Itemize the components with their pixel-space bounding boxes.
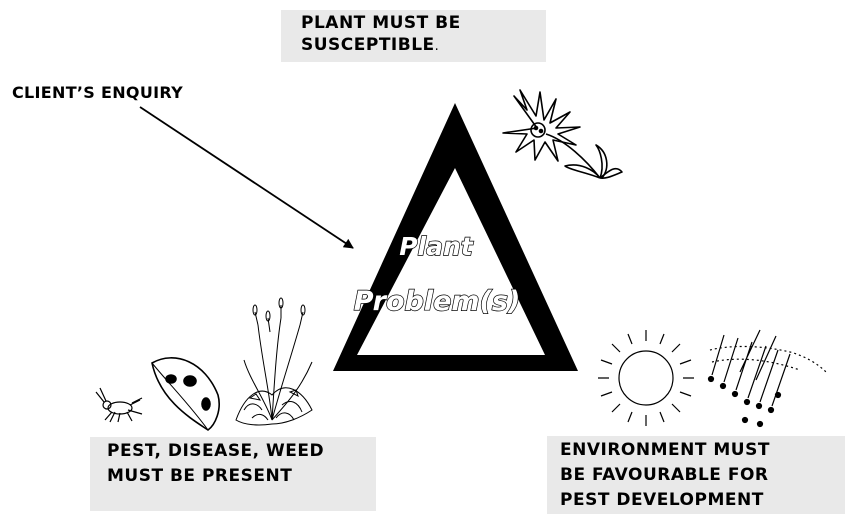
pest-present-box: PEST, DISEASE, WEED MUST BE PRESENT	[90, 437, 376, 511]
flower-icon	[503, 90, 622, 178]
environment-favourable-box: ENVIRONMENT MUST BE FAVOURABLE FOR PEST …	[547, 436, 845, 514]
enquiry-arrow	[140, 107, 353, 248]
environment-line3: PEST DEVELOPMENT	[560, 488, 845, 513]
center-label-line1: Plant	[399, 232, 474, 261]
pest-present-line1: PEST, DISEASE, WEED	[107, 439, 376, 464]
diseased-leaf-icon	[152, 358, 219, 430]
environment-line1: ENVIRONMENT MUST	[560, 438, 845, 463]
pest-present-line2: MUST BE PRESENT	[107, 464, 376, 489]
center-label-line2: Problem(s)	[354, 286, 521, 317]
aphid-icon	[96, 388, 142, 422]
sun-icon	[598, 330, 694, 426]
weed-icon	[236, 298, 312, 425]
environment-line2: BE FAVOURABLE FOR	[560, 463, 845, 488]
rain-icon	[709, 330, 827, 427]
